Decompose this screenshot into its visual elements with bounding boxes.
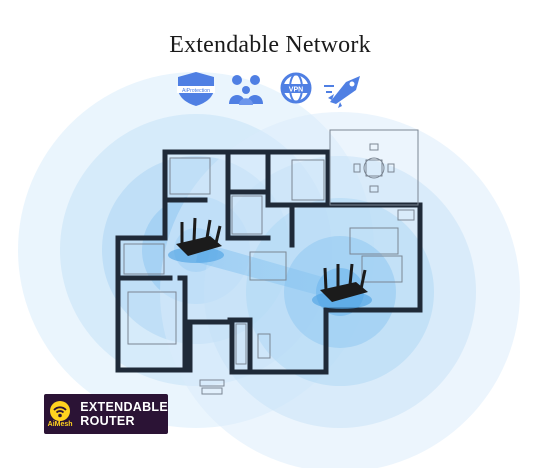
speed-rocket-icon — [324, 76, 360, 108]
badge-line-2: ROUTER — [80, 414, 135, 428]
aiprotection-shield-icon: AiProtection — [177, 72, 215, 106]
family-icon — [229, 75, 263, 105]
router-1 — [168, 217, 224, 263]
feature-icons-row: AiProtection VPN — [177, 72, 360, 108]
vpn-label: VPN — [289, 87, 303, 94]
aiprotection-label: AiProtection — [182, 88, 210, 94]
badge-line-1: EXTENDABLE — [80, 400, 168, 414]
floor-plan-details — [123, 129, 419, 395]
aimesh-wifi-icon — [50, 401, 71, 421]
aimesh-logo-text: AiMesh — [47, 421, 73, 428]
aimesh-extendable-router-badge: AiMesh EXTENDABLE ROUTER — [44, 394, 168, 434]
mesh-link-beam — [196, 242, 340, 300]
vpn-globe-icon: VPN — [280, 72, 312, 104]
router-2 — [312, 263, 372, 309]
page-title: Extendable Network — [169, 32, 371, 58]
aimesh-logo: AiMesh — [44, 394, 76, 434]
badge-text: EXTENDABLE ROUTER — [80, 400, 168, 428]
